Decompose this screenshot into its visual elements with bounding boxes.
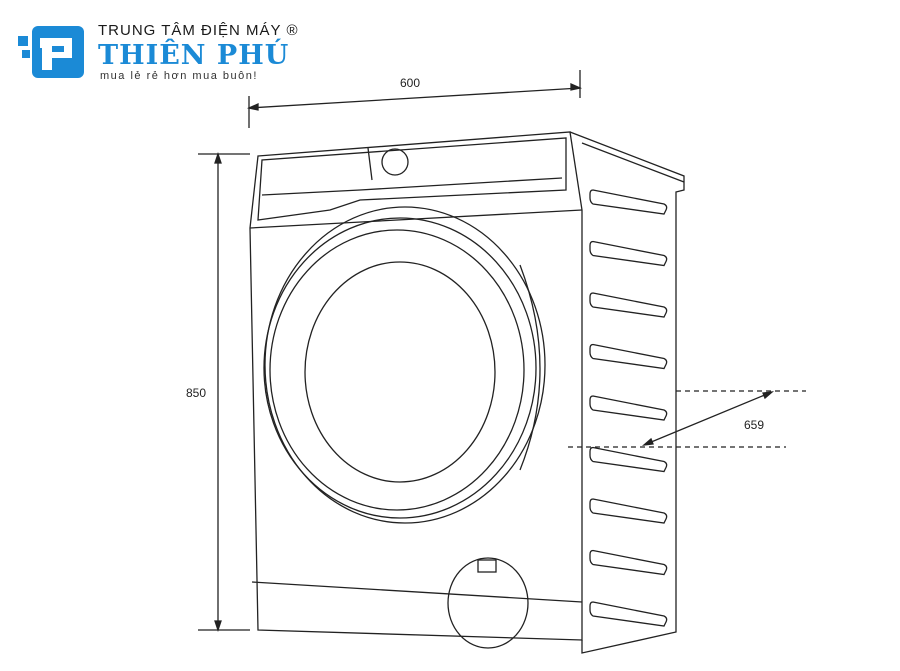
height-label: 850 <box>186 386 207 400</box>
logo-brand: THIÊN PHÚ <box>98 40 290 71</box>
filter-cover <box>447 557 529 649</box>
vent-slot <box>589 343 668 370</box>
width-label: 600 <box>400 76 421 90</box>
depth-label: 659 <box>744 418 765 432</box>
brand-logo: TRUNG TÂM ĐIỆN MÁY ® THIÊN PHÚ mua lẻ rẻ… <box>18 22 298 82</box>
width-dimension-line <box>246 70 583 128</box>
vent-slot <box>589 601 668 627</box>
vent-slot <box>589 189 668 215</box>
machine-front <box>249 131 583 641</box>
vent-slot <box>589 292 668 318</box>
vent-slot <box>589 395 668 421</box>
logo-mark-icon <box>18 26 84 78</box>
vent-slot <box>589 549 668 576</box>
vent-slot <box>589 498 668 524</box>
depth-dimension-line <box>568 390 806 448</box>
logo-line1: TRUNG TÂM ĐIỆN MÁY ® <box>98 22 299 39</box>
vent-slot <box>589 446 668 473</box>
door <box>263 206 546 524</box>
side-vents <box>589 189 668 627</box>
logo-tagline: mua lẻ rẻ hơn mua buôn! <box>100 70 258 82</box>
vent-slot <box>589 240 668 267</box>
height-dimension-line <box>198 151 250 633</box>
machine-side <box>569 131 685 654</box>
